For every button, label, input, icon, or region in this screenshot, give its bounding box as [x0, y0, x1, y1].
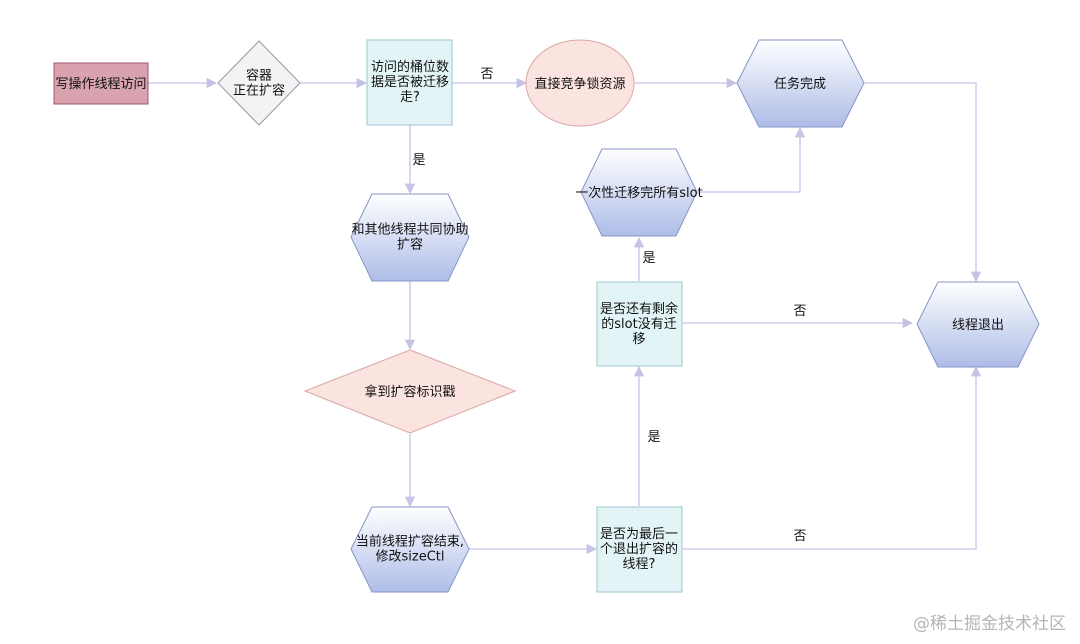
edge-labels: 否 是 是 否 是 否: [412, 67, 806, 544]
node-text-line: 据是否被迁移: [371, 75, 449, 90]
svg-text:是否为最后一个退出扩容的线程?: 是否为最后一个退出扩容的线程?: [600, 527, 678, 572]
node-text-line: 正在扩容: [233, 83, 285, 99]
node-text-line: 任务完成: [774, 76, 826, 92]
svg-text:写操作线程访问: 写操作线程访问: [55, 76, 146, 92]
node-bucket-migrated: 访问的桶位数据是否被迁移走?: [366, 39, 453, 126]
label-no-last: 否: [793, 529, 806, 544]
node-slots-remaining: 是否还有剩余的slot没有迁移: [596, 281, 683, 367]
node-text-line: 扩容: [397, 237, 423, 253]
node-write-access: 写操作线程访问: [53, 62, 149, 105]
svg-text:是否还有剩余的slot没有迁移: 是否还有剩余的slot没有迁移: [600, 301, 678, 347]
node-text-line: 移: [632, 332, 645, 347]
node-text-line: 走?: [400, 90, 420, 105]
svg-text:拿到扩容标识戳: 拿到扩容标识戳: [364, 384, 455, 400]
svg-text:当前线程扩容结束,修改sizeCtl: 当前线程扩容结束,修改sizeCtl: [356, 534, 464, 565]
node-text-line: 当前线程扩容结束,: [356, 534, 464, 550]
node-text-line: 是否为最后一: [600, 527, 678, 542]
watermark: @稀土掘金技术社区: [913, 614, 1066, 634]
node-migrate-all: 一次性迁移完所有slot: [575, 148, 703, 237]
node-text-line: 的slot没有迁: [601, 316, 676, 332]
node-get-stamp: 拿到扩容标识戳: [303, 349, 517, 434]
edge-taskdone-to-threadexit: [862, 82, 982, 283]
node-text-line: 是否还有剩余: [600, 301, 678, 317]
svg-text:直接竞争锁资源: 直接竞争锁资源: [534, 76, 625, 92]
node-current-end: 当前线程扩容结束,修改sizeCtl: [350, 506, 470, 593]
node-text-line: 线程?: [623, 557, 656, 572]
node-text-line: 直接竞争锁资源: [534, 76, 625, 92]
node-task-done: 任务完成: [736, 39, 865, 128]
node-help-expand: 和其他线程共同协助扩容: [350, 193, 470, 282]
edge-migrate-to-taskdone: [696, 126, 806, 193]
svg-text:和其他线程共同协助扩容: 和其他线程共同协助扩容: [351, 223, 468, 253]
label-yes-help: 是: [412, 153, 425, 168]
node-last-exit: 是否为最后一个退出扩容的线程?: [596, 506, 683, 593]
node-text-line: 拿到扩容标识戳: [364, 384, 455, 400]
node-text-line: 个退出扩容的: [600, 541, 678, 557]
svg-text:访问的桶位数据是否被迁移走?: 访问的桶位数据是否被迁移走?: [371, 59, 449, 105]
label-yes-migrate-all: 是: [642, 251, 655, 266]
label-no-compete: 否: [480, 67, 493, 82]
node-text-line: 访问的桶位数: [371, 59, 449, 75]
edge-last-to-threadexit: [682, 365, 982, 550]
node-text-line: 写操作线程访问: [55, 76, 146, 92]
node-text-line: 容器: [246, 68, 272, 84]
label-no-remaining: 否: [793, 304, 806, 319]
svg-text:容器正在扩容: 容器正在扩容: [233, 68, 285, 99]
node-text-line: 一次性迁移完所有slot: [575, 185, 702, 201]
node-resizing-check: 容器正在扩容: [217, 40, 301, 126]
node-compete-lock: 直接竞争锁资源: [525, 39, 635, 127]
node-thread-exit: 线程退出: [916, 281, 1040, 368]
edges: [148, 77, 982, 555]
svg-text:任务完成: 任务完成: [774, 76, 826, 92]
svg-text:一次性迁移完所有slot: 一次性迁移完所有slot: [575, 185, 702, 201]
label-yes-last: 是: [647, 430, 660, 445]
nodes: 写操作线程访问 容器正在扩容 访问的桶位数据是否被迁移走? 直接竞争锁资源 任务…: [53, 39, 1040, 593]
node-text-line: 和其他线程共同协助: [351, 223, 468, 238]
node-text-line: 修改sizeCtl: [376, 550, 445, 565]
node-text-line: 线程退出: [952, 318, 1004, 333]
svg-text:线程退出: 线程退出: [952, 318, 1004, 333]
